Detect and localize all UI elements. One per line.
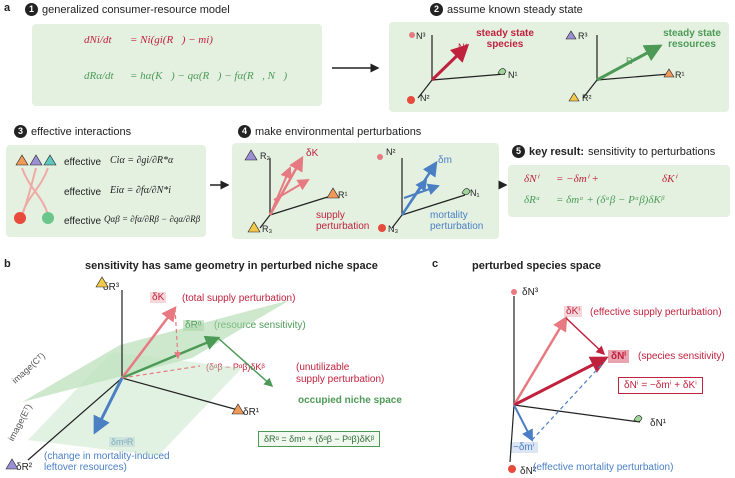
step5-number: 5 <box>512 145 525 158</box>
step2-number: 2 <box>430 3 443 16</box>
axis-dR3: δR³ <box>103 282 120 293</box>
dk-label-b: δK <box>150 292 167 303</box>
axis-R1-step4: R¹ <box>338 190 348 200</box>
steady-resources-label: steady state resources <box>663 28 721 50</box>
dm-label-a: δm <box>438 155 452 166</box>
image-c-label: image(Cᵀ) <box>10 350 48 386</box>
axis-dR2: δR² <box>16 462 33 473</box>
unutil-eq-b: (δᵅβ − Pᵅβ)δKᵝ <box>206 362 265 372</box>
step3-title: 3 effective interactions <box>14 125 131 138</box>
step1-number: 1 <box>25 3 38 16</box>
image-e-label: image(Eᵀ) <box>6 402 34 443</box>
panel-letter-b: b <box>4 258 11 270</box>
axis-R1: R¹ <box>675 70 685 80</box>
axis-dN1: δN¹ <box>650 418 667 429</box>
e-eq: Eiα = ∂fα/∂N*i <box>110 185 172 196</box>
r-star-label: R* <box>626 56 637 66</box>
step2-title-text: assume known steady state <box>447 3 583 16</box>
axis-dR1: δR¹ <box>243 407 260 418</box>
dn-label-c: δNⁱ <box>608 350 630 363</box>
step5-box <box>508 165 730 217</box>
axis-N1-step4: N₁ <box>470 188 480 198</box>
axis-N3: N³ <box>416 31 426 41</box>
effective-c-label: effective <box>64 157 102 168</box>
axis-N2-step4: N² <box>386 147 396 157</box>
axis-R3: R³ <box>578 31 588 41</box>
step1-title-text: generalized consumer-resource model <box>42 3 230 16</box>
q-eq: Qαβ = ∂fα/∂Rβ − ∂qα/∂Rβ <box>104 214 201 224</box>
dm-label-b: δmᵅR <box>109 437 136 447</box>
occupied-niche-label: occupied niche space <box>298 395 402 406</box>
dR-rhs: = hα(K⃗) − qα(R⃗) − fα(R⃗, N⃗) <box>130 70 288 82</box>
panel-letter-a: a <box>4 2 11 14</box>
step5-title: 5 key result: sensitivity to perturbatio… <box>512 145 715 158</box>
panel-b-diagram <box>5 276 290 470</box>
axis-dN3: δN³ <box>522 287 539 298</box>
axis-R3-step4: R₃ <box>262 224 273 234</box>
step5-title-rest: sensitivity to perturbations <box>588 145 716 158</box>
axis-dN2: δN² <box>520 466 537 477</box>
dk-label-a: δK <box>306 148 319 159</box>
panel-b-title: sensitivity has same geometry in perturb… <box>85 260 378 272</box>
dN-rhs: = Ni(gi(R⃗) − mi) <box>130 34 213 46</box>
mortality-perturbation-label: mortality perturbation <box>430 210 484 232</box>
dk-desc-c: (effective supply perturbation) <box>590 307 722 318</box>
effective-q-label: effective <box>64 216 102 227</box>
dm-desc-c: (effective mortality perturbation) <box>533 462 674 473</box>
step4-title: 4 make environmental perturbations <box>238 125 421 138</box>
dk-label-c: δKⁱ <box>564 306 583 317</box>
supply-perturbation-label: supply perturbation <box>316 210 370 232</box>
step2-title: 2 assume known steady state <box>430 3 583 16</box>
dm-desc2: leftover resources) <box>44 462 127 473</box>
steady-species-label: steady state species <box>476 28 534 50</box>
effective-e-label: effective <box>64 187 102 198</box>
step4-title-text: make environmental perturbations <box>255 125 422 138</box>
dR-result-lhs: δRᵅ <box>524 194 541 206</box>
dn-desc-c: (species sensitivity) <box>638 351 725 362</box>
dm-desc1: (change in mortality-induced <box>44 451 170 462</box>
dR-result-rhs: = δmᵅ + (δᵅβ − Pᵅβ)δKᵝ <box>556 194 664 206</box>
step4-number: 4 <box>238 125 251 138</box>
c-eq: Ciα = ∂gi/∂R*α <box>110 155 174 166</box>
dN-result-lhs: δNⁱ <box>524 173 539 185</box>
dm-label-c: −δmⁱ <box>510 442 538 453</box>
panel-c-result-box: δNⁱ = −δmⁱ + δKⁱ <box>618 377 703 394</box>
step1-box: dNi/dt = Ni(gi(R⃗) − mi) dRα/dt = hα(K⃗)… <box>32 24 322 106</box>
unutil-desc2: supply perturbation) <box>296 374 385 385</box>
dN-result-tail: δKⁱ <box>662 173 677 185</box>
axis-N1: N¹ <box>508 70 518 80</box>
dr-label-b: δRᵅ <box>183 320 204 331</box>
axis-R2-step4: R₂ <box>260 151 270 161</box>
step1-title: 1 generalized consumer-resource model <box>25 3 230 16</box>
axis-N2: N² <box>420 93 430 103</box>
axis-R2: R² <box>582 93 592 103</box>
axis-N3-step4: N₃ <box>388 224 399 234</box>
step3-title-text: effective interactions <box>31 125 132 138</box>
dN-result-rhs: = −δmⁱ + <box>556 173 599 185</box>
n-star-label: N* <box>458 42 469 52</box>
dk-desc-b: (total supply perturbation) <box>182 293 296 304</box>
step3-number: 3 <box>14 125 27 138</box>
panel-c-title: perturbed species space <box>472 260 602 272</box>
dN-lhs: dNi/dt <box>84 34 112 46</box>
dR-lhs: dRα/dt <box>84 70 114 82</box>
dr-desc-b: (resource sensitivity) <box>214 320 306 331</box>
step5-title-bold: key result: <box>529 145 585 158</box>
panel-b-result-box: δRᵅ = δmᵅ + (δᵅβ − Pᵅβ)δKᵝ <box>258 431 381 447</box>
panel-letter-c: c <box>432 258 439 270</box>
unutil-desc1: (unutilizable <box>296 362 350 373</box>
